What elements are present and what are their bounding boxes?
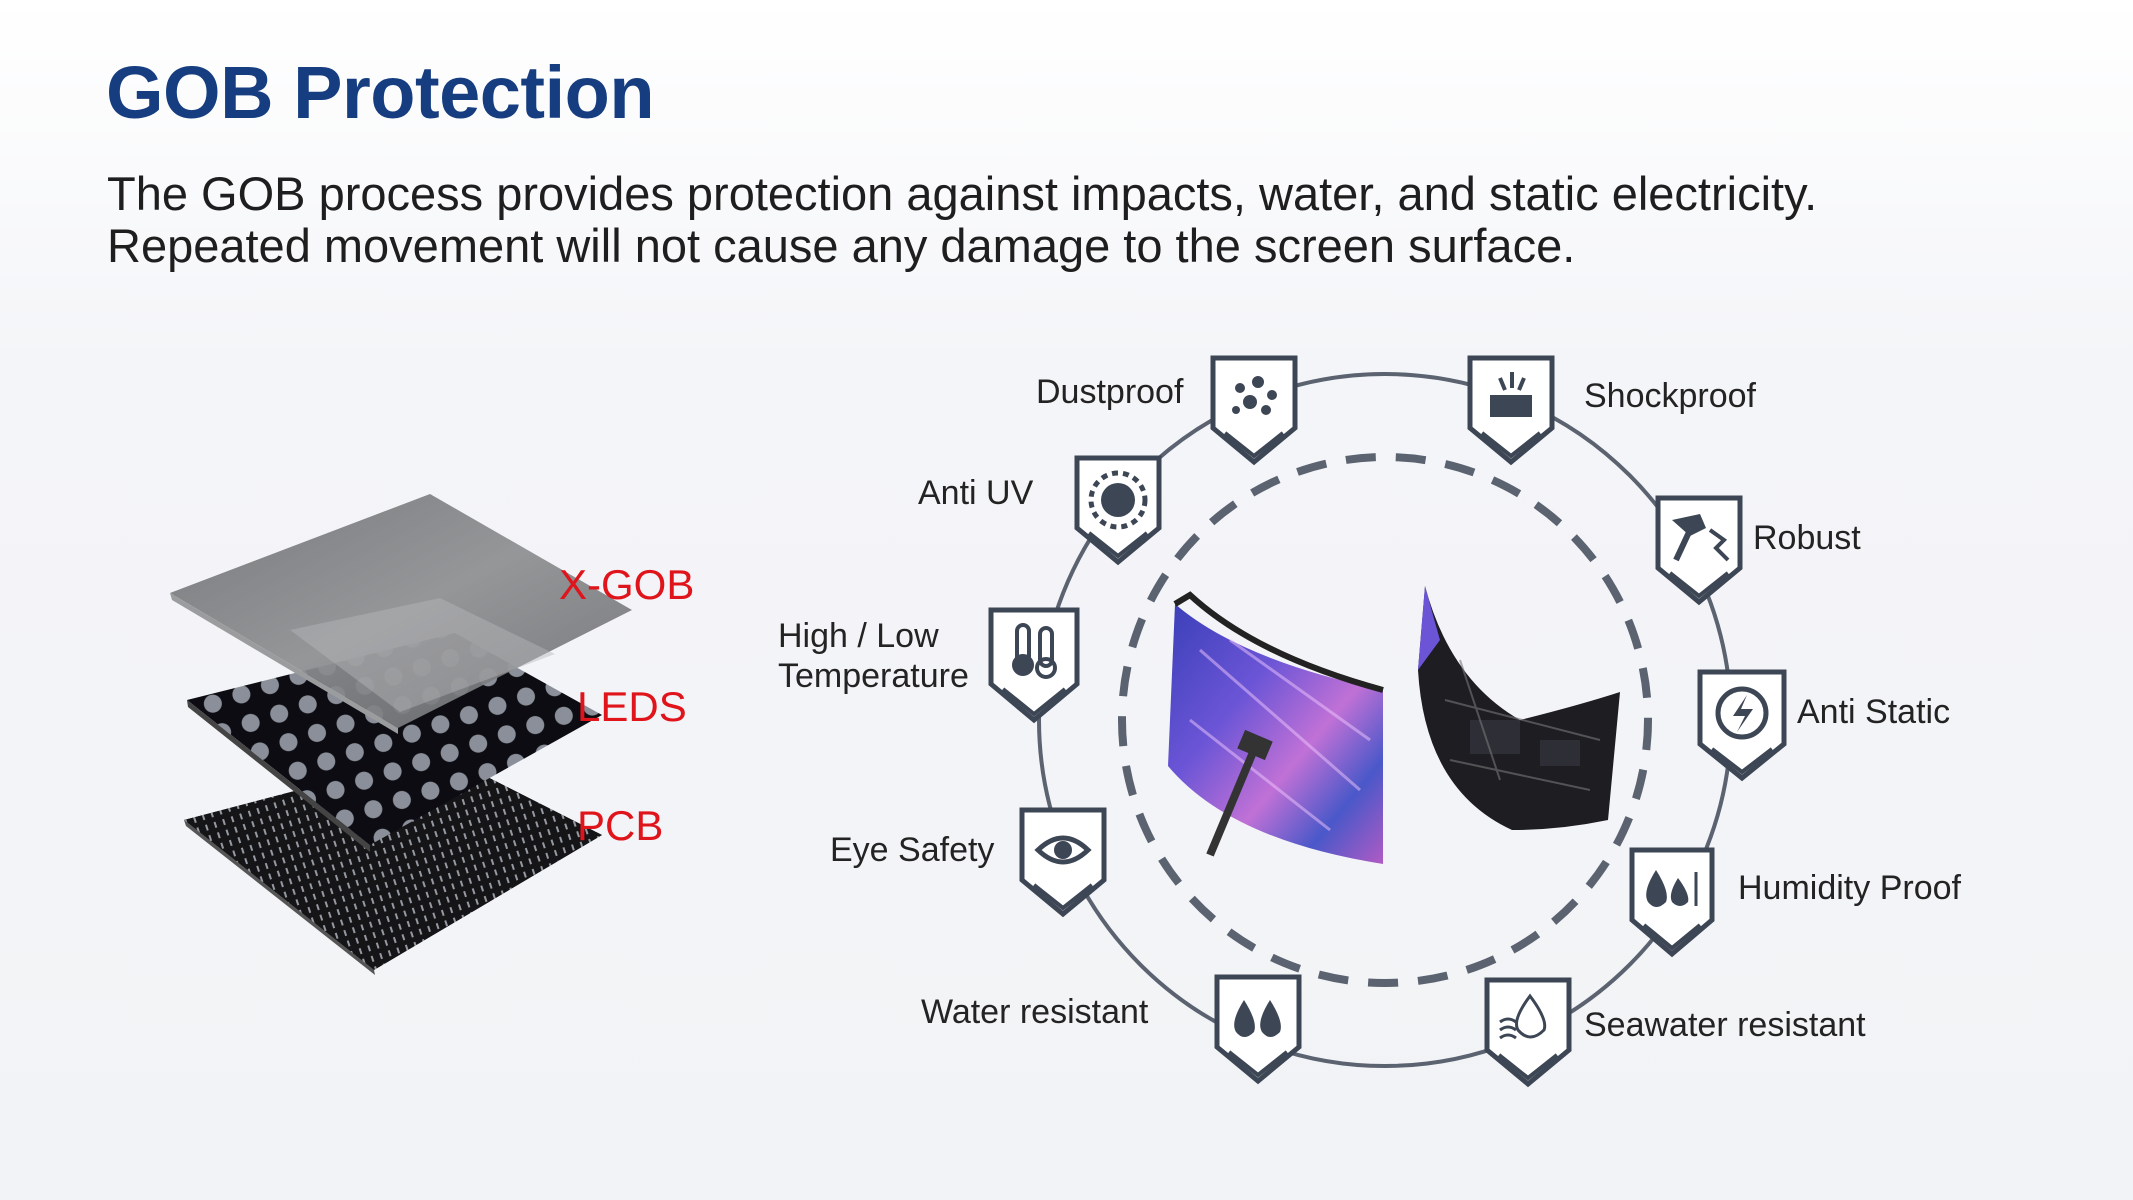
label-robust: Robust (1753, 519, 1861, 557)
page-title: GOB Protection (106, 51, 655, 134)
shield-humidity (1629, 847, 1715, 958)
label-temperature-line-1: High / Low (778, 617, 939, 655)
label-anti-static: Anti Static (1797, 693, 1951, 731)
leds-layer-shape (187, 633, 602, 852)
shield-temperature (988, 607, 1080, 724)
label-anti-uv: Anti UV (918, 474, 1034, 512)
shield-seawater (1484, 977, 1572, 1088)
shield-eye-safety (1019, 807, 1107, 918)
layer-label-gob: X-GOB (559, 561, 695, 608)
layer-label-pcb: PCB (577, 802, 664, 849)
dashed-ring (1118, 453, 1652, 987)
label-shockproof: Shockproof (1584, 377, 1756, 415)
thermometer-icon (1012, 623, 1057, 679)
label-humidity-proof: Humidity Proof (1738, 869, 1961, 907)
lightning-icon (1715, 686, 1769, 740)
flexible-screen-back-image (1418, 586, 1620, 830)
label-eye-safety: Eye Safety (830, 831, 995, 869)
shock-icon (1490, 372, 1532, 417)
shield-anti-uv (1074, 455, 1162, 566)
shield-anti-static (1697, 669, 1787, 782)
subtitle-line-2: Repeated movement will not cause any dam… (107, 219, 1576, 272)
eye-icon (1034, 835, 1092, 865)
sun-icon (1088, 470, 1148, 530)
hammer-icon (1672, 514, 1730, 562)
shield-dustproof (1210, 355, 1298, 466)
subtitle-line-1: The GOB process provides protection agai… (107, 167, 1818, 220)
dust-icon (1232, 376, 1277, 415)
flexible-screen-front-image (1168, 591, 1384, 864)
label-dustproof: Dustproof (1036, 373, 1184, 411)
water-drops-icon (1234, 1000, 1281, 1037)
shield-robust (1655, 495, 1743, 606)
shield-shockproof (1467, 355, 1555, 466)
label-temperature-line-2: Temperature (778, 657, 969, 695)
layer-label-leds: LEDS (577, 683, 687, 730)
layer-stack-illustration (170, 494, 632, 975)
label-water-resistant: Water resistant (921, 993, 1149, 1031)
seawater-icon (1499, 993, 1547, 1040)
label-seawater-resistant: Seawater resistant (1584, 1006, 1866, 1044)
shield-water-resistant (1214, 974, 1302, 1085)
pcb-layer-shape (184, 753, 602, 975)
gob-layer-shape (170, 494, 632, 734)
humidity-icon (1646, 870, 1698, 907)
